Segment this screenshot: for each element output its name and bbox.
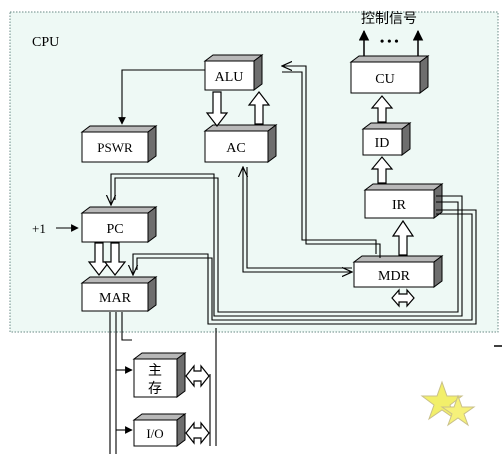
id-to-cu-arrow	[370, 95, 394, 123]
io-label: I/O	[146, 426, 163, 441]
mdr-to-alu-bus-inner	[282, 71, 377, 254]
mdr-label: MDR	[378, 269, 411, 284]
star-icon	[420, 380, 464, 421]
pc-to-mar-arrow-right	[103, 242, 127, 276]
pswr-box: PSWR	[80, 125, 158, 163]
ac-label: AC	[226, 141, 245, 156]
mar-label: MAR	[99, 291, 132, 306]
alu-to-pswr-line	[118, 69, 205, 125]
io-box: I/O	[132, 413, 187, 447]
ir-to-id-arrow	[370, 156, 394, 184]
ac-box: AC	[203, 124, 278, 163]
star-icon	[440, 394, 476, 427]
pc-label: PC	[106, 222, 123, 237]
control-signal-ellipsis: • • •	[380, 34, 399, 48]
ir-box: IR	[363, 183, 444, 219]
ir-to-mar-bus-inner	[136, 213, 473, 321]
pc-box: PC	[80, 206, 158, 243]
alu-to-ac-arrow	[205, 91, 229, 127]
mdr-to-ir-arrow	[391, 219, 415, 256]
cu-box: CU	[349, 55, 430, 94]
ac-to-alu-arrow	[247, 91, 271, 125]
ir-to-mar-bus	[133, 209, 477, 325]
alu-box: ALU	[203, 54, 264, 91]
ir-to-pc-bus-inner	[114, 177, 459, 313]
main-memory-label-2: 存	[148, 381, 162, 397]
main-memory-box: 主 存	[132, 352, 187, 398]
main-memory-label-1: 主	[148, 363, 162, 379]
id-label: ID	[375, 136, 390, 151]
increment-label: +1	[32, 221, 46, 236]
mdr-to-alu-bus	[282, 66, 381, 258]
decorative-stars	[420, 380, 476, 427]
control-signals-label: 控制信号	[361, 11, 417, 27]
ir-label: IR	[392, 198, 407, 213]
mdr-to-ac-line	[243, 167, 352, 272]
address-bus-upper	[121, 312, 132, 341]
memory-bus-arrow	[185, 364, 210, 388]
cpu-label: CPU	[32, 35, 59, 50]
mdr-box: MDR	[352, 255, 444, 288]
cu-label: CU	[375, 72, 394, 87]
ir-to-pc-bus	[111, 173, 463, 317]
alu-label: ALU	[215, 70, 244, 85]
mar-box: MAR	[80, 276, 158, 312]
id-box: ID	[361, 122, 412, 156]
io-bus-arrow	[185, 421, 210, 445]
mdr-bus-arrow	[391, 288, 415, 308]
pc-to-mar-arrow-left	[87, 242, 111, 276]
mdr-to-alu-line	[246, 167, 352, 269]
pswr-label: PSWR	[97, 140, 133, 155]
